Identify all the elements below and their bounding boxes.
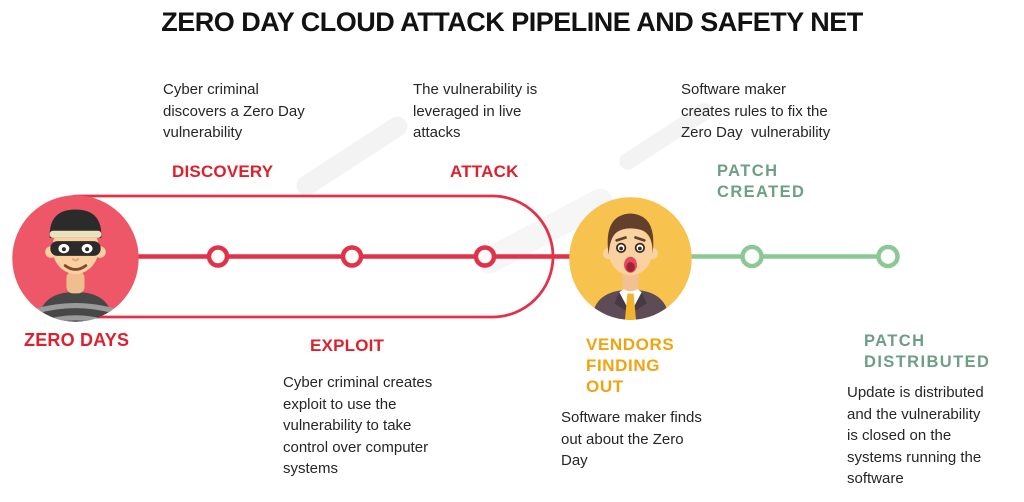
discovery-node: [206, 245, 230, 268]
stage-label-zero-days: ZERO DAYS: [24, 330, 130, 350]
patch-created-node: [740, 244, 764, 269]
stage-label-attack: ATTACK: [450, 162, 519, 181]
patch-distributed-node: [876, 244, 900, 269]
stage-label-vendors-finding-out: VENDORS FINDING OUT: [586, 335, 675, 396]
attack-note: The vulnerability is leveraged in live a…: [413, 81, 538, 141]
patch-created-note: Software maker creates rules to fix the …: [681, 81, 831, 141]
vendors-finding-out-note: Software maker finds out about the Zero …: [561, 409, 702, 469]
attack-node: [473, 245, 497, 268]
cyber-criminal-avatar: [11, 194, 140, 328]
vendor-avatar: [568, 196, 693, 326]
exploit-node: [340, 245, 364, 268]
shocked-man-icon: [569, 197, 692, 320]
burglar-icon: [12, 195, 139, 322]
exploit-note: Cyber criminal creates exploit to use th…: [283, 374, 433, 477]
patch-distributed-note: Update is distributed and the vulnerabil…: [847, 384, 984, 487]
stage-label-patch-distributed: PATCH DISTRIBUTED: [864, 332, 991, 371]
stage-label-exploit: EXPLOIT: [310, 336, 385, 355]
page-title: ZERO DAY CLOUD ATTACK PIPELINE AND SAFET…: [161, 7, 863, 37]
discovery-note: Cyber criminal discovers a Zero Day vuln…: [163, 81, 305, 141]
stage-label-patch-created: PATCH CREATED: [717, 162, 806, 201]
stage-label-discovery: DISCOVERY: [172, 162, 274, 181]
